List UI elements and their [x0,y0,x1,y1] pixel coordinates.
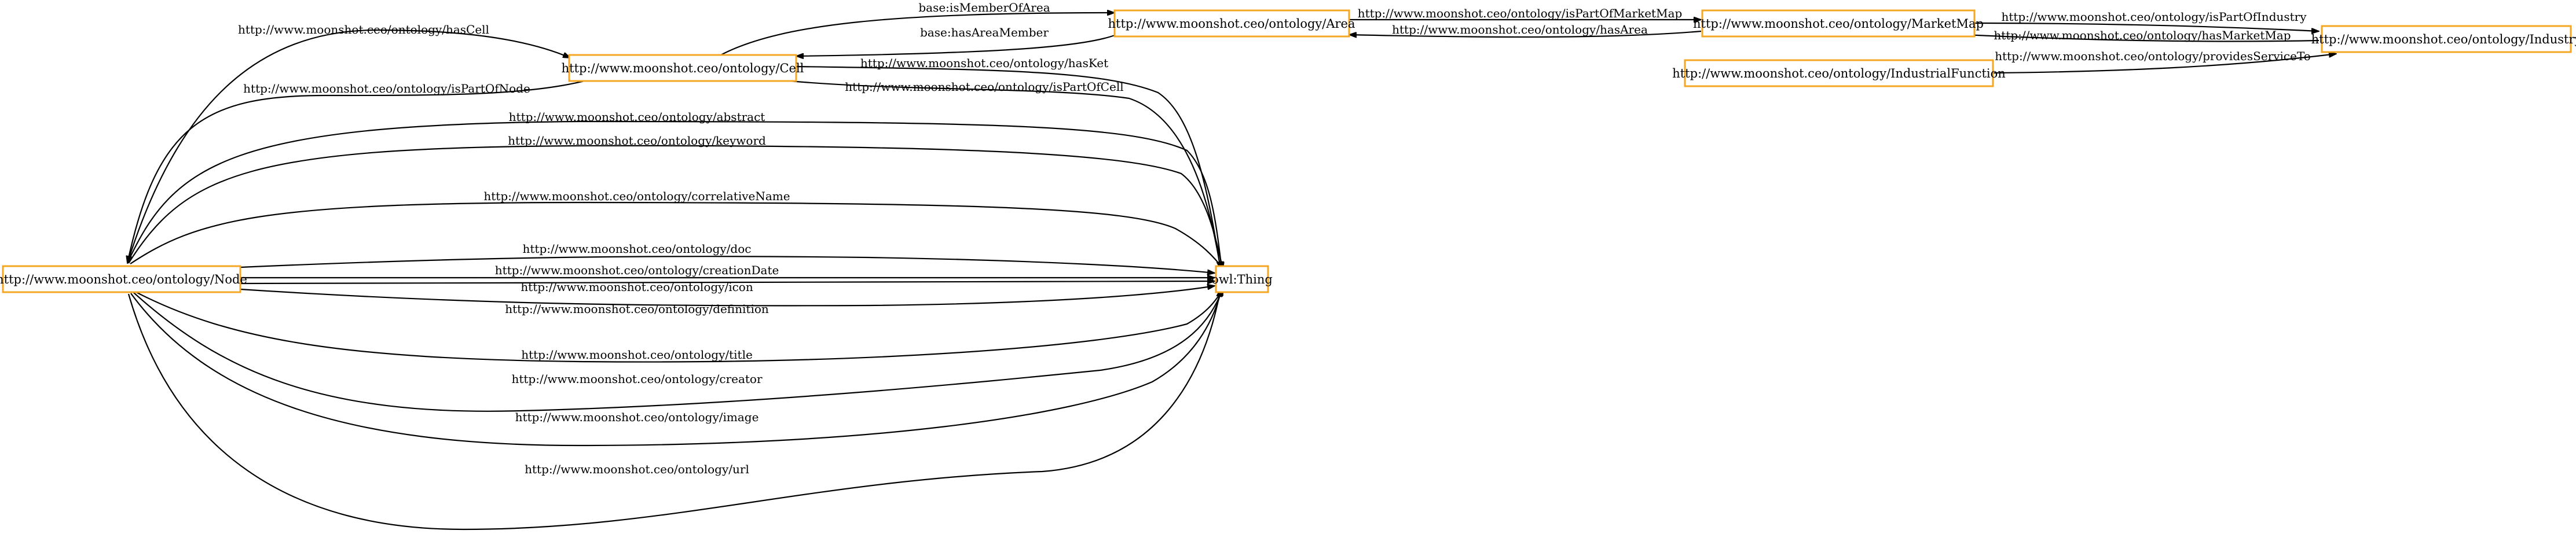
edge-hasKet[interactable]: http://www.moonshot.ceo/ontology/hasKet [796,56,1221,269]
edge-isMemberOfArea[interactable]: base:isMemberOfArea [720,1,1115,56]
node-cell[interactable]: http://www.moonshot.ceo/ontology/Cell [562,54,804,82]
edge-label-isPartOfNode: http://www.moonshot.ceo/ontology/isPartO… [243,82,530,95]
edge-abstract[interactable]: http://www.moonshot.ceo/ontology/abstrac… [126,110,1222,269]
edge-label-abstract: http://www.moonshot.ceo/ontology/abstrac… [509,110,765,124]
edge-image[interactable]: http://www.moonshot.ceo/ontology/image [130,289,1222,447]
edge-label-icon: http://www.moonshot.ceo/ontology/icon [521,280,753,294]
edge-providesServiceTo[interactable]: http://www.moonshot.ceo/ontology/provide… [1992,49,2336,74]
edge-label-title: http://www.moonshot.ceo/ontology/title [521,348,753,362]
edge-label-isPartOfCell: http://www.moonshot.ceo/ontology/isPartO… [845,80,1123,94]
node-thing[interactable]: owl:Thing [1211,265,1273,293]
edge-label-isPartOfIndustry: http://www.moonshot.ceo/ontology/isPartO… [2001,10,2307,24]
node-node[interactable]: http://www.moonshot.ceo/ontology/Node [0,265,247,293]
edge-isPartOfNode[interactable]: http://www.moonshot.ceo/ontology/isPartO… [127,71,614,263]
edge-label-hasAreaMember: base:hasAreaMember [920,25,1049,39]
edge-creator[interactable]: http://www.moonshot.ceo/ontology/creator [133,288,1224,412]
node-marketmap[interactable]: http://www.moonshot.ceo/ontology/MarketM… [1693,9,1984,38]
edge-title[interactable]: http://www.moonshot.ceo/ontology/title [135,288,1224,363]
edge-isPartOfIndustry[interactable]: http://www.moonshot.ceo/ontology/isPartO… [1974,10,2319,31]
edge-label-doc: http://www.moonshot.ceo/ontology/doc [523,242,752,256]
edge-label-isMemberOfArea: base:isMemberOfArea [918,1,1050,14]
edge-label-hasArea: http://www.moonshot.ceo/ontology/hasArea [1392,23,1648,36]
node-industry[interactable]: http://www.moonshot.ceo/ontology/Industr… [2311,25,2576,53]
node-label-area: http://www.moonshot.ceo/ontology/Area [1108,17,1355,31]
edge-hasMarketMap[interactable]: http://www.moonshot.ceo/ontology/hasMark… [1940,28,2320,42]
edge-isPartOfMarketMap[interactable]: http://www.moonshot.ceo/ontology/isPartO… [1349,6,1701,20]
edge-creationDate[interactable]: http://www.moonshot.ceo/ontology/creatio… [240,263,1215,278]
edge-hasArea[interactable]: http://www.moonshot.ceo/ontology/hasArea [1349,23,1702,37]
edge-label-providesServiceTo: http://www.moonshot.ceo/ontology/provide… [1995,49,2311,63]
edge-label-keyword: http://www.moonshot.ceo/ontology/keyword [508,134,766,148]
edge-label-creationDate: http://www.moonshot.ceo/ontology/creatio… [495,263,779,277]
node-area[interactable]: http://www.moonshot.ceo/ontology/Area [1108,9,1355,38]
node-industrialfunction[interactable]: http://www.moonshot.ceo/ontology/Industr… [1672,59,2006,87]
edge-url[interactable]: http://www.moonshot.ceo/ontology/url [127,289,1221,531]
edges-layer: http://www.moonshot.ceo/ontology/hasCell… [126,1,2336,531]
edge-isPartOfCell[interactable]: http://www.moonshot.ceo/ontology/isPartO… [747,76,1222,270]
node-label-node: http://www.moonshot.ceo/ontology/Node [0,272,247,286]
edge-label-creator: http://www.moonshot.ceo/ontology/creator [511,372,763,386]
nodes-layer: http://www.moonshot.ceo/ontology/Cell ht… [0,9,2576,293]
edge-definition[interactable]: http://www.moonshot.ceo/ontology/definit… [240,286,1215,316]
edge-label-isPartOfMarketMap: http://www.moonshot.ceo/ontology/isPartO… [1358,6,1683,20]
edge-hasAreaMember[interactable]: base:hasAreaMember [796,25,1127,56]
node-label-industrialfunction: http://www.moonshot.ceo/ontology/Industr… [1672,67,2006,80]
edge-label-hasKet: http://www.moonshot.ceo/ontology/hasKet [860,56,1108,70]
node-label-marketmap: http://www.moonshot.ceo/ontology/MarketM… [1693,17,1984,31]
node-label-industry: http://www.moonshot.ceo/ontology/Industr… [2311,32,2576,46]
edge-hasCell[interactable]: http://www.moonshot.ceo/ontology/hasCell [126,23,570,264]
edge-label-url: http://www.moonshot.ceo/ontology/url [525,462,749,476]
edge-icon[interactable]: http://www.moonshot.ceo/ontology/icon [240,280,1215,294]
edge-label-hasCell: http://www.moonshot.ceo/ontology/hasCell [238,23,489,36]
edge-label-image: http://www.moonshot.ceo/ontology/image [515,410,759,424]
edge-correlativeName[interactable]: http://www.moonshot.ceo/ontology/correla… [130,189,1224,270]
edge-keyword[interactable]: http://www.moonshot.ceo/ontology/keyword [128,134,1223,270]
node-label-cell: http://www.moonshot.ceo/ontology/Cell [562,61,804,75]
edge-label-hasMarketMap: http://www.moonshot.ceo/ontology/hasMark… [1994,28,2291,42]
node-label-thing: owl:Thing [1211,272,1273,286]
edge-label-definition: http://www.moonshot.ceo/ontology/definit… [505,302,769,316]
edge-doc[interactable]: http://www.moonshot.ceo/ontology/doc [240,242,1215,273]
edge-label-correlativeName: http://www.moonshot.ceo/ontology/correla… [483,189,790,203]
